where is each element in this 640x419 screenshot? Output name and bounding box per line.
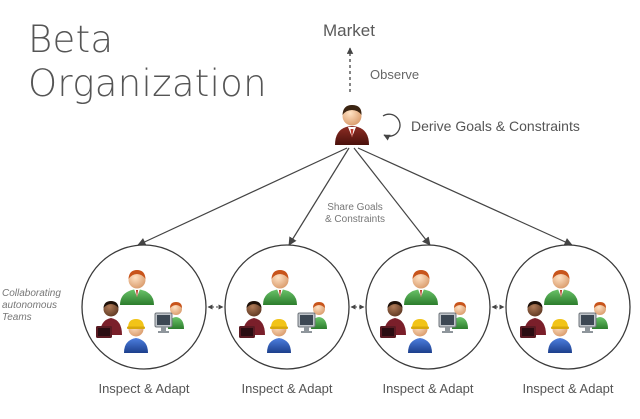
derive-goals-label: Derive Goals & Constraints (411, 118, 580, 134)
team-circle-3 (365, 244, 491, 370)
team-circle-4 (505, 244, 631, 370)
team-label-1: Inspect & Adapt (98, 381, 190, 396)
share-arrow-team-1 (137, 147, 348, 246)
team-label-4: Inspect & Adapt (522, 381, 614, 396)
observe-label: Observe (370, 67, 420, 82)
team-circle-2 (224, 244, 350, 370)
collaborating-teams-label: Collaborating autonomous Teams (2, 288, 70, 324)
page-title: Beta Organization (28, 18, 267, 106)
share-goals-label: Share Goals & Constraints (315, 202, 395, 226)
team-label-2: Inspect & Adapt (241, 381, 333, 396)
collab-line-1: Collaborating (2, 288, 61, 299)
team-label-3: Inspect & Adapt (382, 381, 474, 396)
share-goals-line-1: Share Goals (327, 202, 383, 213)
manager-figure (335, 105, 369, 145)
collab-line-2: autonomous (2, 300, 58, 311)
share-goals-line-2: & Constraints (324, 214, 386, 225)
market-label: Market (323, 21, 375, 40)
collab-line-3: Teams (2, 312, 32, 323)
title-line-1: Beta (28, 18, 114, 61)
share-arrow-team-3 (353, 147, 431, 246)
share-arrow-team-4 (357, 147, 573, 246)
share-arrow-team-2 (288, 147, 350, 246)
team-circle-1 (81, 244, 207, 370)
title-line-2: Organization (28, 62, 267, 105)
derive-cycle-arrow (382, 113, 401, 141)
